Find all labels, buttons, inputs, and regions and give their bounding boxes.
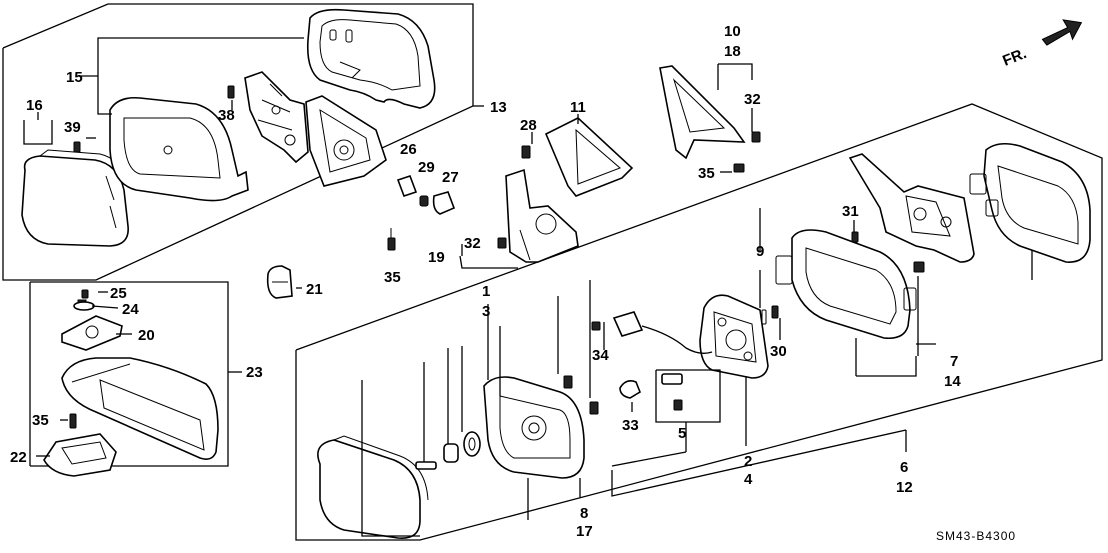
rearview-leaders (29, 282, 302, 466)
callout-labels: 15 16 39 38 13 26 29 27 35 28 11 10 18 3… (10, 23, 961, 540)
left-mirror-glass (21, 149, 131, 247)
callout-30: 30 (770, 343, 787, 360)
rearview-cover (43, 433, 117, 477)
callout-24: 24 (122, 301, 139, 318)
left-small-parts (73, 85, 456, 251)
front-direction-arrow: FR. (1000, 19, 1083, 70)
callout-34: 34 (592, 347, 609, 364)
corner-garnish (505, 168, 579, 263)
left-mirror-motor (305, 95, 387, 187)
callout-18: 18 (724, 43, 741, 60)
upper-garnish-seal (659, 65, 761, 160)
callout-16: 16 (26, 97, 43, 114)
callout-33: 33 (622, 417, 639, 434)
callout-17: 17 (576, 523, 593, 540)
callout-19: 19 (428, 249, 445, 266)
callout-26: 26 (400, 141, 417, 158)
right-leaders (361, 208, 1033, 537)
right-mirror-housing-frame (775, 229, 917, 340)
callout-5: 5 (678, 425, 686, 442)
callout-27: 27 (442, 169, 459, 186)
callout-32a: 32 (744, 91, 761, 108)
callout-2: 2 (744, 453, 752, 470)
rearview-group-frame (30, 281, 242, 467)
callout-9: 9 (756, 243, 764, 260)
left-mirror-housing-frame (109, 96, 249, 202)
callout-36a: 35 (384, 269, 401, 286)
right-mirror-holder (483, 376, 585, 479)
callout-20: 20 (138, 327, 155, 344)
right-mirror-group-frame (295, 103, 1103, 541)
callout-38: 38 (218, 107, 235, 124)
right-small-parts (415, 231, 925, 470)
callout-35: 35 (32, 412, 49, 429)
callout-3: 3 (482, 303, 490, 320)
callout-10: 10 (724, 23, 741, 40)
callout-1: 1 (482, 283, 490, 300)
rearview-mirror (61, 357, 219, 460)
callout-7: 7 (950, 353, 958, 370)
callout-36b: 35 (698, 165, 715, 182)
rearview-screw-35 (69, 413, 77, 429)
left-leaders (23, 37, 484, 145)
callout-11: 11 (570, 99, 586, 116)
callout-39: 39 (64, 119, 81, 136)
callout-6: 6 (900, 459, 908, 476)
callout-23: 23 (246, 364, 263, 381)
callout-28: 28 (520, 117, 537, 134)
right-mirror-motor (699, 294, 769, 379)
inner-garnish-triangle (544, 117, 634, 197)
sun-visor-clip (266, 265, 293, 299)
callout-22: 22 (10, 449, 27, 466)
callout-21: 21 (306, 281, 323, 298)
right-mirror-cover (969, 142, 1091, 263)
callout-14: 14 (944, 373, 961, 390)
callout-4: 4 (744, 471, 753, 488)
harness-connector (612, 311, 713, 411)
callout-29: 29 (418, 159, 435, 176)
left-mirror-cover (306, 8, 436, 109)
direction-label: FR. (1000, 45, 1029, 70)
callout-15: 15 (66, 69, 83, 86)
right-mirror-glass (317, 435, 429, 539)
callout-8: 8 (580, 505, 588, 522)
left-mirror-actuator-bracket (244, 71, 309, 164)
drawing-code: SM43-B4300 (936, 529, 1016, 543)
callout-25: 25 (110, 285, 127, 302)
center-leaders (459, 63, 753, 269)
rearview-mount (61, 289, 123, 351)
callout-31: 31 (842, 203, 859, 220)
callout-12: 12 (896, 479, 913, 496)
center-fasteners (497, 145, 745, 249)
callout-32b: 32 (464, 235, 481, 252)
right-mirror-actuator-bracket (848, 153, 975, 263)
callout-13: 13 (490, 99, 507, 116)
